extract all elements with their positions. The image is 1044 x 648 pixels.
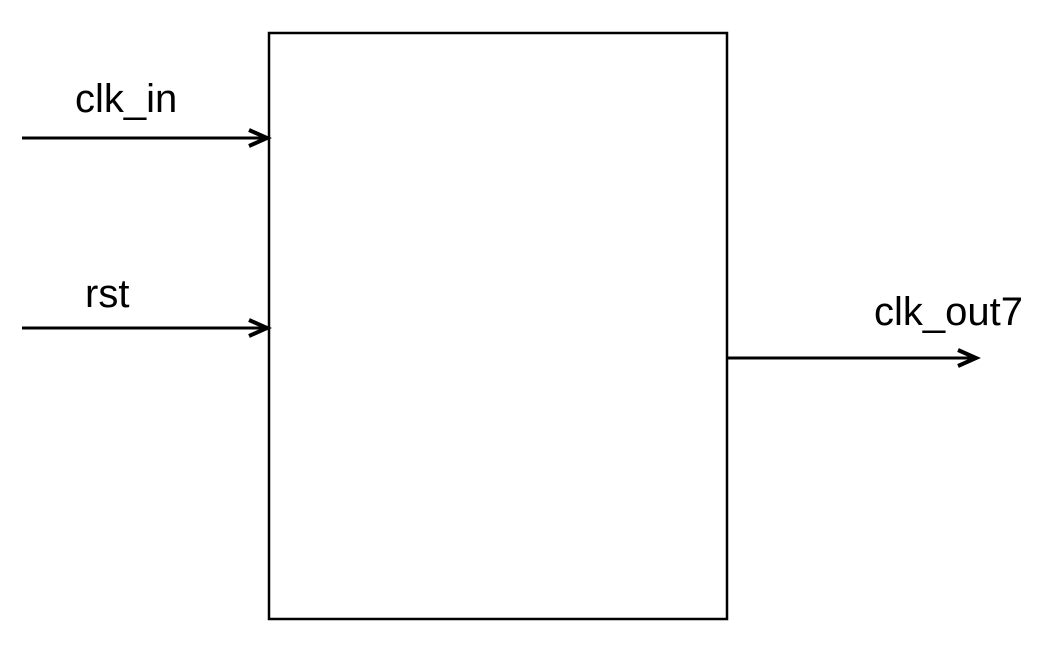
port-rst: rst [22, 272, 272, 338]
clk-out7-label: clk_out7 [874, 290, 1023, 334]
rst-label: rst [85, 272, 129, 316]
rst-arrowhead-icon [248, 318, 272, 338]
port-clk-out7: clk_out7 [727, 290, 1023, 368]
port-clk-in: clk_in [22, 77, 272, 148]
clk-in-label: clk_in [75, 77, 177, 121]
clk-out7-arrowhead-icon [957, 348, 981, 368]
module-block [267, 31, 729, 621]
clk-in-arrowhead-icon [248, 128, 272, 148]
